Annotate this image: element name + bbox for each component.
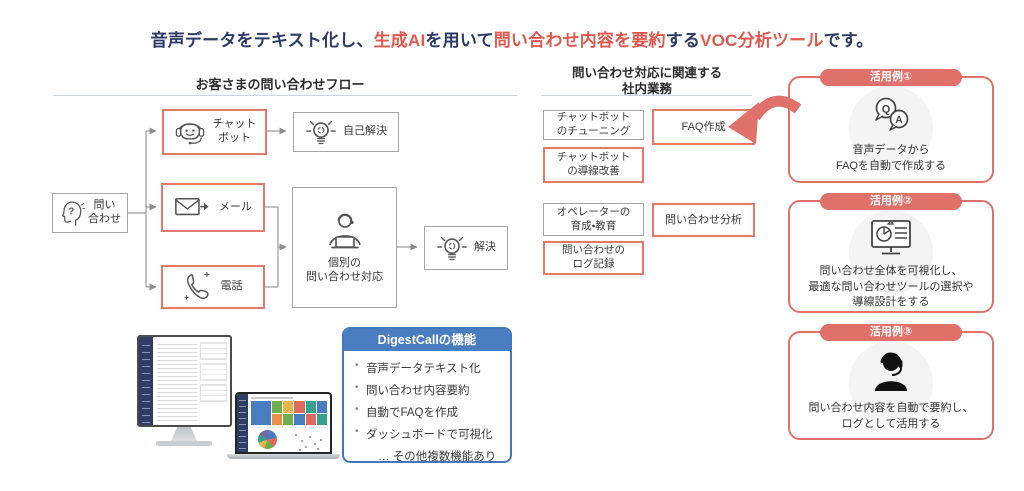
inquiry-analysis-box: 問い合わせ分析	[652, 203, 755, 237]
mail-label: メール	[219, 200, 252, 213]
usage-example-3-text: 問い合わせ内容を自動で要約し、 ログとして活用する	[808, 402, 974, 430]
question-mark-glyph: ?	[68, 206, 74, 217]
digestcall-features-card: DigestCallの機能 音声データテキスト化 問い合わせ内容要約 自動でFA…	[342, 327, 512, 463]
inquiry-box: ? 問い合わせ	[52, 193, 128, 233]
digestcall-features-list: 音声データテキスト化 問い合わせ内容要約 自動でFAQを作成 ダッシュボードで可…	[344, 351, 510, 442]
inquiry-log-box: 問い合わせの ログ記録	[543, 241, 644, 275]
laptop-base	[227, 454, 340, 459]
title-part-accent: 問い合わせ内容を要約	[493, 31, 666, 50]
desktop-monitor-mockup	[137, 335, 232, 427]
internal-tasks-header: 問い合わせ対応に関連する 社内業務	[571, 66, 722, 96]
chatbot-box: チャットボット	[162, 109, 267, 155]
usage-example-3-card: 活用例③ 問い合わせ内容を自動で要約し、 ログとして活用する	[788, 324, 994, 440]
usage-example-3-badge: 活用例③	[820, 324, 962, 341]
usage-example-2-text: 問い合わせ全体を可視化し、 最適な問い合わせツールの選択や 導線設計をする	[808, 265, 974, 309]
feature-item: 自動でFAQを作成	[353, 404, 504, 420]
monitor-stand-base	[156, 441, 212, 446]
page-title: 音声データをテキスト化し、生成AIを用いて問い合わせ内容を要約するVOC分析ツー…	[0, 26, 1024, 51]
app-sidebar-mock	[139, 337, 153, 425]
feature-item: 問い合わせ内容要約	[353, 382, 504, 398]
usage-example-2-card: 活用例② 問い合わせ全体を可視化し、 最適な問い合わせツールの選択や 導線設計を…	[788, 193, 994, 313]
solve-box: 解決	[424, 226, 508, 270]
app-sidebar-mock	[237, 394, 248, 452]
self-resolve-box: 自己解決	[293, 112, 399, 152]
operator-headset-icon	[875, 352, 907, 391]
flow-section-header: お客さまの問い合わせフロー	[195, 77, 365, 92]
usage-example-1-badge: 活用例①	[820, 69, 962, 86]
individual-support-box: 個別の問い合わせ対応	[292, 187, 397, 308]
faq-creation-box: FAQ作成	[652, 109, 755, 145]
chatbot-guide-improvement-box: チャットボット の導線改善	[543, 147, 644, 183]
feature-item: ダッシュボードで可視化	[353, 426, 504, 442]
mail-box: メール	[161, 183, 265, 232]
mail-envelope-icon	[175, 197, 209, 215]
dashboard-content-mock	[248, 394, 330, 452]
thinking-person-icon: ?	[61, 201, 85, 226]
phone-box: 電話	[161, 265, 265, 309]
feature-item: 音声データテキスト化	[353, 360, 504, 376]
chatbot-tuning-box: チャットボット のチューニング	[543, 110, 644, 140]
qa-speech-bubbles-icon: Q A	[875, 97, 909, 131]
transcript-text-mock	[157, 344, 198, 422]
individual-support-label: 個別の問い合わせ対応	[306, 256, 383, 283]
self-resolve-label: 自己解決	[343, 125, 387, 138]
dashboard-title-mock	[251, 397, 293, 399]
chatbot-robot-icon	[175, 123, 204, 145]
title-part: 音声データをテキスト化し、	[150, 31, 374, 50]
scatter-chart	[287, 427, 327, 451]
title-part: です。	[823, 31, 874, 50]
treemap-chart	[251, 401, 327, 425]
monitor-stand-neck	[171, 427, 197, 441]
usage-example-2-badge: 活用例②	[820, 193, 962, 210]
detail-panel-mock	[200, 342, 227, 422]
pie-chart	[251, 427, 285, 450]
q-glyph: Q	[882, 104, 891, 116]
operator-at-laptop-icon	[328, 213, 361, 249]
a-glyph: A	[895, 115, 902, 126]
title-part: を用いて	[425, 31, 494, 50]
dashboard-monitor-icon	[871, 220, 911, 255]
lightbulb-icon	[437, 236, 467, 261]
title-part-accent: VOC分析ツール	[700, 31, 824, 50]
flow-header-underline	[53, 95, 517, 96]
lightbulb-icon	[306, 120, 336, 145]
internal-tasks-underline	[541, 95, 752, 96]
usage-example-1-text: 音声データから FAQを自動で作成する	[835, 144, 946, 172]
solve-label: 解決	[474, 241, 496, 254]
features-footnote: … その他複数機能あり	[378, 451, 497, 463]
usage-example-1-card: 活用例① Q A 音声データから FAQを自動で作成する	[788, 69, 994, 183]
chatbot-label: チャットボット	[212, 118, 257, 144]
phone-label: 電話	[220, 280, 243, 293]
laptop-mockup	[235, 392, 332, 454]
title-part: する	[665, 31, 701, 50]
inquiry-label: 問い合わせ	[88, 199, 121, 225]
title-part-accent: 生成AI	[373, 31, 426, 50]
app-content-mock	[153, 337, 230, 425]
digestcall-features-header: DigestCallの機能	[344, 329, 510, 351]
operator-training-box: オペレーターの 育成・教育	[543, 203, 644, 236]
phone-handset-icon	[183, 272, 210, 300]
